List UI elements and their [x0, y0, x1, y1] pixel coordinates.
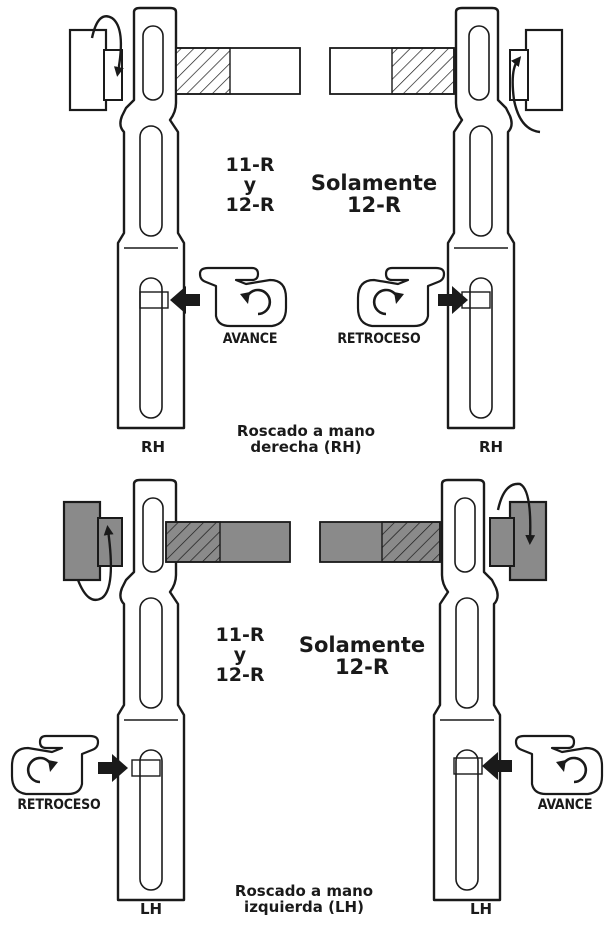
- die-head-icon: [68, 28, 108, 112]
- rh-right-assembly: [329, 6, 564, 430]
- lh-left-hand-label: LH: [139, 900, 163, 918]
- lh-caption-line1: Roscado a mano: [234, 882, 374, 900]
- rh-left-model-line2: y: [243, 173, 257, 196]
- rh-left-assembly: [68, 6, 301, 430]
- lh-left-model-label: 11-R y 12-R: [200, 624, 280, 686]
- lh-left-model-line3: 12-R: [215, 663, 265, 686]
- rh-left-model-line3: 12-R: [225, 193, 275, 216]
- die-head-icon: [62, 500, 102, 582]
- die-head-icon: [524, 28, 564, 112]
- hand-pointer-icon: [10, 734, 100, 796]
- lh-left-model-line2: y: [233, 643, 247, 666]
- lh-left-action-label: RETROCESO: [17, 797, 101, 813]
- rh-right-action-label: RETROCESO: [337, 331, 421, 347]
- lh-panel: [10, 478, 604, 902]
- lh-caption-line2: izquierda (LH): [244, 897, 364, 916]
- rh-right-model-label: Solamente 12-R: [308, 172, 440, 216]
- die-head-icon: [508, 500, 548, 582]
- hand-pointer-icon: [356, 266, 446, 328]
- rh-right-model-line1: Solamente: [310, 171, 438, 195]
- lh-right-model-line1: Solamente: [298, 633, 426, 657]
- lh-right-model-line2: 12-R: [334, 655, 390, 680]
- rh-left-model-label: 11-R y 12-R: [210, 154, 290, 216]
- lh-right-action-label: AVANCE: [537, 797, 593, 813]
- rotation-arrow-icon: [510, 56, 541, 134]
- hand-pointer-icon: [198, 266, 288, 328]
- rotation-arrow-icon: [90, 15, 124, 77]
- rh-left-model-line1: 11-R: [225, 154, 275, 176]
- lh-right-assembly: [319, 478, 604, 902]
- rh-right-model-line2: 12-R: [346, 193, 402, 218]
- rh-caption: Roscado a mano derecha (RH): [226, 422, 386, 456]
- ratchet-wrench-icon: [446, 6, 516, 430]
- rh-right-hand-label: RH: [478, 438, 504, 456]
- rh-caption-line2: derecha (RH): [250, 437, 362, 456]
- rh-left-hand-label: RH: [140, 438, 166, 456]
- lh-right-hand-label: LH: [469, 900, 493, 918]
- rh-left-action-label: AVANCE: [222, 331, 278, 347]
- lh-left-assembly: [10, 478, 291, 902]
- rh-caption-line1: Roscado a mano: [236, 422, 376, 440]
- lh-left-model-line1: 11-R: [215, 624, 265, 646]
- rh-panel: [68, 6, 564, 430]
- rotation-arrow-icon: [496, 482, 536, 545]
- lh-right-model-label: Solamente 12-R: [296, 634, 428, 678]
- ratchet-wrench-icon: [116, 6, 186, 430]
- lh-caption: Roscado a mano izquierda (LH): [224, 882, 384, 916]
- hand-pointer-icon: [514, 734, 604, 796]
- rotation-arrow-icon: [76, 525, 114, 602]
